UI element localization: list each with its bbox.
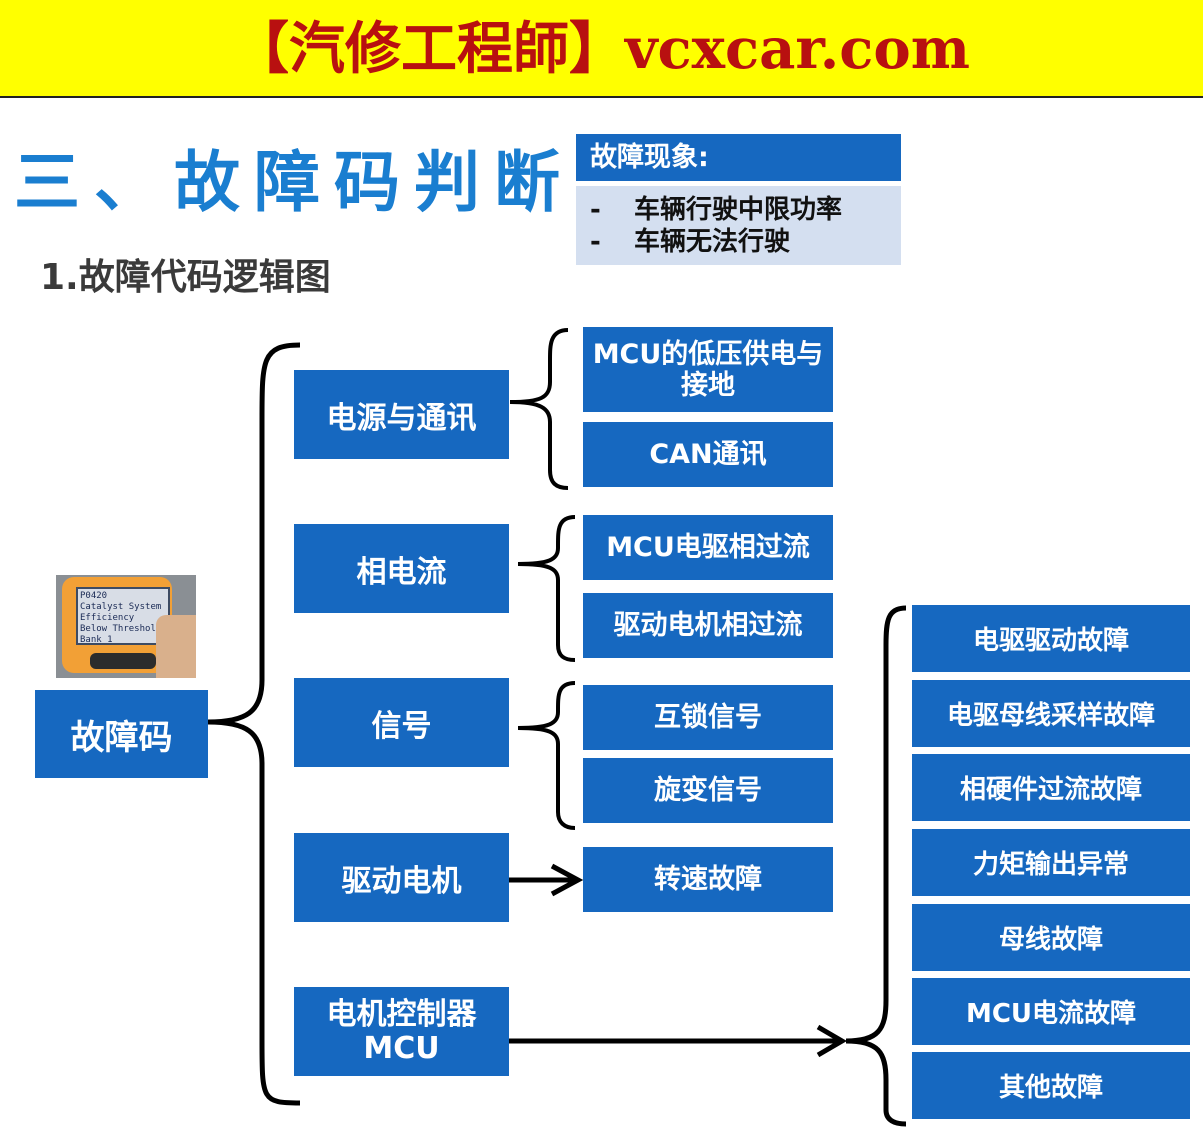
symptom-list: -车辆行驶中限功率 -车辆无法行驶 — [576, 186, 901, 265]
power-brace — [509, 328, 569, 490]
scanner-text: Catalyst System Efficiency Below Thresho… — [80, 602, 162, 645]
mcu-child-bus-sampling-fault: 电驱母线采样故障 — [912, 680, 1190, 747]
power-child-can: CAN通讯 — [583, 422, 833, 487]
mcu-arrow-head — [816, 1024, 847, 1058]
hand-image — [156, 615, 196, 678]
banner-text: 【汽修工程師】vcxcar.com — [233, 16, 970, 82]
mcu-brace — [845, 605, 907, 1127]
symptom-heading: 故障现象: — [576, 134, 901, 181]
power-child-low-voltage: MCU的低压供电与 接地 — [583, 327, 833, 412]
mcu-child-bus-fault: 母线故障 — [912, 904, 1190, 971]
mcu-child-torque-abnormal: 力矩输出异常 — [912, 829, 1190, 896]
category-phase-current: 相电流 — [294, 524, 509, 613]
obd-scanner-photo: P0420 Catalyst System Efficiency Below T… — [56, 575, 196, 678]
motor-arrow-head — [550, 863, 584, 897]
category-motor-controller: 电机控制器 MCU — [294, 987, 509, 1076]
scanner-code: P0420 — [80, 591, 108, 601]
mcu-child-hardware-overcurrent: 相硬件过流故障 — [912, 754, 1190, 821]
root-brace — [207, 342, 301, 1106]
motor-child-speed-fault: 转速故障 — [583, 847, 833, 912]
mcu-child-current-fault: MCU电流故障 — [912, 978, 1190, 1045]
root-node-fault-code: 故障码 — [35, 690, 208, 778]
scanner-keys — [90, 653, 156, 669]
category-power-communication: 电源与通讯 — [294, 370, 509, 459]
mcu-child-drive-fault: 电驱驱动故障 — [912, 605, 1190, 672]
symptom-item: -车辆行驶中限功率 — [590, 195, 843, 225]
section-title: 三、故障码判断 — [14, 144, 574, 221]
category-drive-motor: 驱动电机 — [294, 833, 509, 922]
signal-brace — [517, 681, 576, 830]
signal-child-interlock: 互锁信号 — [583, 685, 833, 750]
scanner-body: P0420 Catalyst System Efficiency Below T… — [62, 577, 172, 673]
subsection-title: 1.故障代码逻辑图 — [40, 257, 331, 298]
site-banner: 【汽修工程師】vcxcar.com — [0, 0, 1203, 98]
phase-brace — [517, 515, 576, 662]
phase-child-mcu-overcurrent: MCU电驱相过流 — [583, 515, 833, 580]
signal-child-resolver: 旋变信号 — [583, 758, 833, 823]
mcu-child-other-fault: 其他故障 — [912, 1052, 1190, 1119]
scanner-screen: P0420 Catalyst System Efficiency Below T… — [76, 587, 170, 645]
symptom-item: -车辆无法行驶 — [590, 227, 791, 257]
phase-child-motor-overcurrent: 驱动电机相过流 — [583, 593, 833, 658]
category-signal: 信号 — [294, 678, 509, 767]
